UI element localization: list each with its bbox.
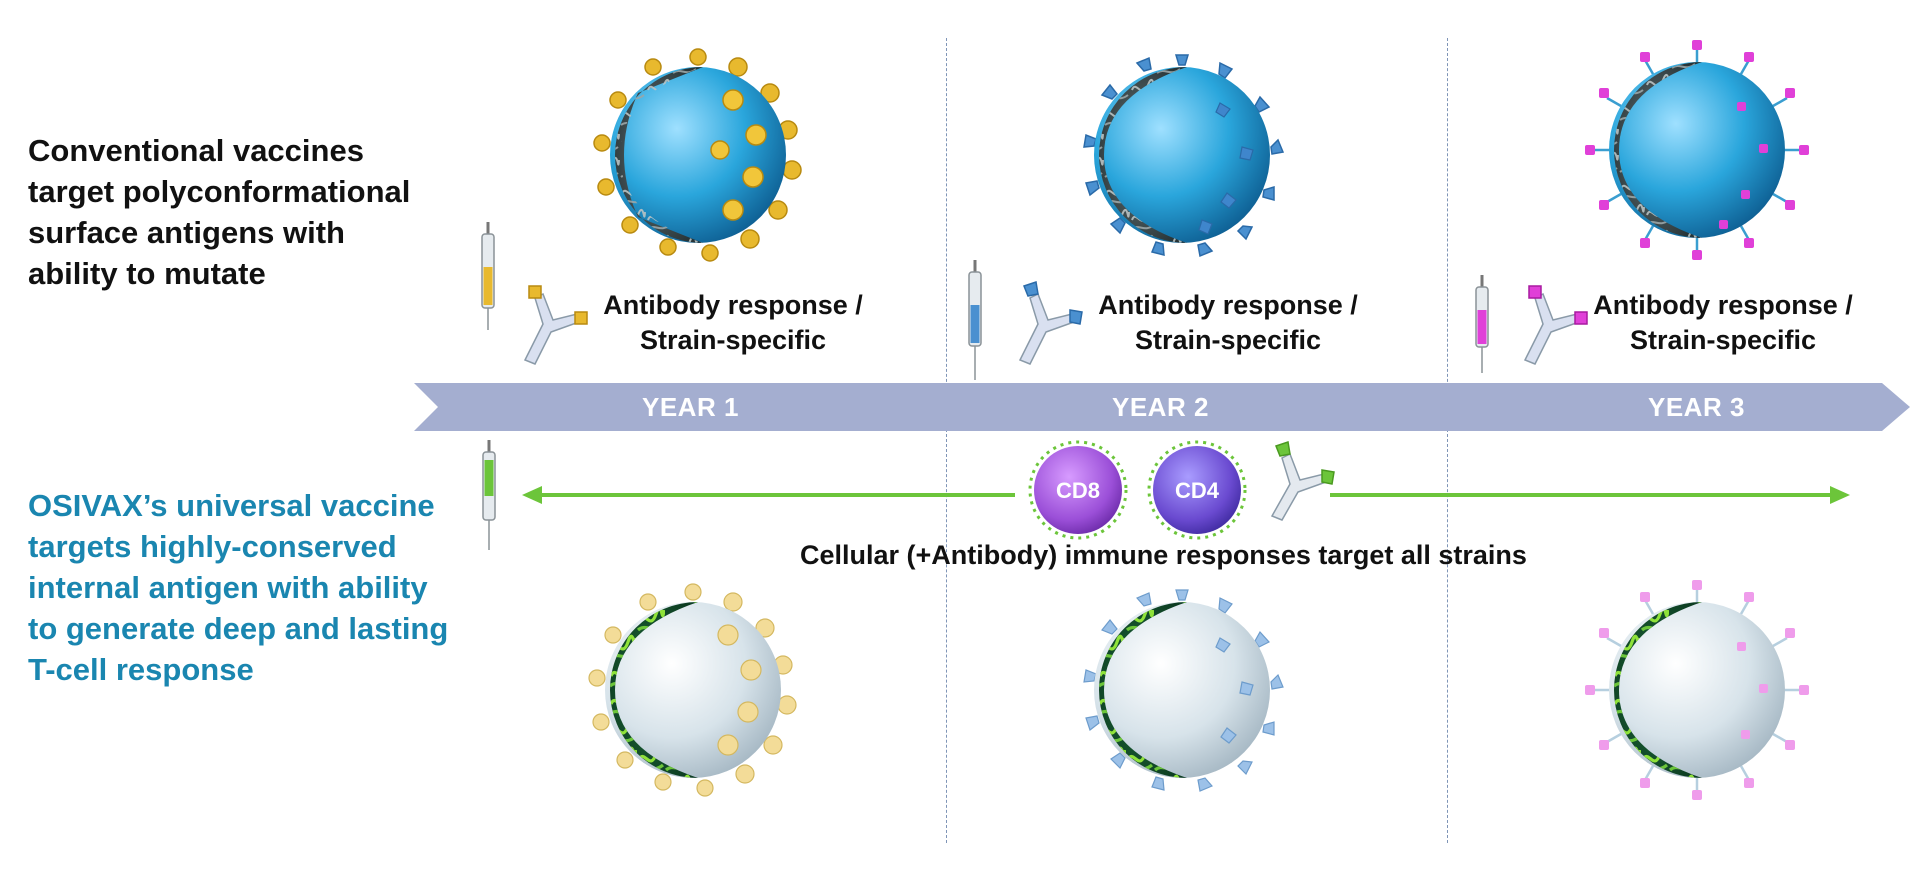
antibody-icon [1018, 281, 1083, 365]
syringe-icon [968, 260, 982, 380]
antibody-response-label-2: Antibody response / Strain-specific [1098, 290, 1358, 355]
virus-icon [1585, 580, 1809, 800]
virus-icon [1083, 589, 1284, 792]
syringe-icon [482, 440, 496, 550]
year-label-1: YEAR 1 [642, 392, 739, 422]
t-cell-icon: CD4 [1147, 440, 1247, 540]
cd8-label: CD8 [1056, 478, 1100, 503]
antibody-response-label-3: Antibody response / Strain-specific [1593, 290, 1853, 355]
antibody-icon [1270, 441, 1335, 521]
cd4-label: CD4 [1175, 478, 1220, 503]
antibody-icon [1523, 285, 1588, 365]
conventional-vaccines-heading: Conventional vaccines target polyconform… [28, 133, 411, 291]
year-divider-2 [1447, 38, 1448, 843]
year-label-3: YEAR 3 [1648, 392, 1745, 422]
antibody-response-label-1: Antibody response / Strain-specific [603, 290, 863, 355]
year-divider-1 [946, 38, 947, 843]
syringe-icon [1475, 275, 1489, 373]
year-label-2: YEAR 2 [1112, 392, 1209, 422]
virus-icon [588, 583, 797, 797]
virus-icon [593, 48, 802, 262]
syringe-icon [481, 222, 495, 330]
osivax-vaccine-heading: OSIVAX’s universal vaccine targets highl… [28, 488, 449, 687]
t-cell-icon: CD8 [1028, 440, 1128, 540]
antibody-icon [523, 285, 588, 365]
virus-icon [1585, 40, 1809, 260]
virus-icon [1083, 54, 1285, 258]
arrow-icon [522, 486, 1850, 504]
timeline-bar [414, 383, 1910, 431]
cellular-response-caption: Cellular (+Antibody) immune responses ta… [800, 540, 1527, 570]
